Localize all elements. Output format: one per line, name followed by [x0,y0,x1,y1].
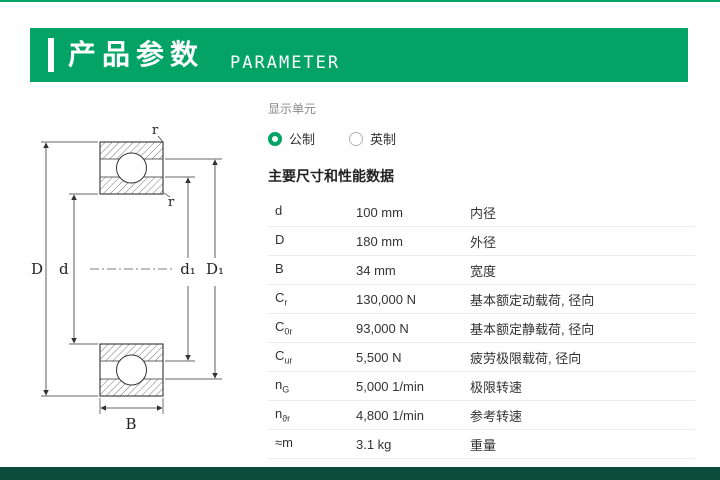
parameter-panel: 显示单元 公制 英制 主要尺寸和性能数据 d 100 mm 内径 D 180 m… [268,100,695,459]
param-symbol: C0r [275,319,293,337]
parameter-table: d 100 mm 内径 D 180 mm 外径 B 34 mm 宽度 Cr 13… [268,198,695,459]
page-subtitle: PARAMETER [230,53,341,73]
top-accent-line [0,0,720,2]
header-banner: 产品参数 PARAMETER [30,28,688,82]
dim-label-D: D [31,260,43,278]
table-row: Cr 130,000 N 基本额定动载荷, 径向 [268,285,695,314]
param-symbol: D [275,232,285,248]
table-row: Cur 5,500 N 疲劳极限载荷, 径向 [268,343,695,372]
table-row: nG 5,000 1/min 极限转速 [268,372,695,401]
param-symbol: nG [275,377,290,395]
param-desc: 宽度 [470,263,497,279]
inner-ring-top-hatch [100,177,163,194]
param-desc: 基本额定静载荷, 径向 [470,321,595,337]
param-value: 34 mm [356,262,396,278]
bearing-cross-section-svg: D d d₁ D₁ r r [31,123,224,433]
dim-label-d: d [59,260,69,278]
param-desc: 基本额定动载荷, 径向 [470,292,595,308]
dim-label-B: B [125,415,136,433]
table-row: B 34 mm 宽度 [268,256,695,285]
param-symbol: Cr [275,290,288,308]
inner-ring-bottom-hatch [100,344,163,361]
table-row: nϑr 4,800 1/min 参考转速 [268,401,695,430]
param-value: 5,500 N [356,349,402,365]
param-desc: 疲劳极限载荷, 径向 [470,350,582,366]
footer-bar [0,467,720,480]
radio-metric-label: 公制 [289,132,316,147]
unit-radio-group: 公制 英制 [268,129,695,148]
ball-bottom [116,354,147,386]
radio-metric[interactable]: 公制 [268,129,315,148]
radio-imperial-icon[interactable] [349,131,364,146]
dim-label-r-side: r [168,195,175,210]
radio-imperial[interactable]: 英制 [349,129,396,148]
param-desc: 重量 [470,437,497,453]
table-row: C0r 93,000 N 基本额定静载荷, 径向 [268,314,695,343]
dim-label-d1: d₁ [180,260,196,278]
table-row: D 180 mm 外径 [268,227,695,256]
param-desc: 外径 [470,234,497,250]
param-desc: 内径 [470,205,497,221]
param-value: 100 mm [356,204,403,220]
param-symbol: nϑr [275,406,291,424]
param-value: 5,000 1/min [356,378,424,394]
dim-label-D1: D₁ [206,260,224,278]
radio-metric-icon[interactable] [268,131,282,146]
param-desc: 参考转速 [470,408,523,424]
title-accent-bar [48,38,54,72]
section-title: 主要尺寸和性能数据 [268,168,394,184]
unit-section-label: 显示单元 [268,102,317,116]
param-value: 3.1 kg [356,436,392,452]
dim-label-r-top: r [152,123,159,138]
table-row: ≈m 3.1 kg 重量 [268,430,695,459]
param-symbol: d [275,203,283,219]
param-symbol: ≈m [275,435,293,451]
radio-imperial-label: 英制 [370,132,397,147]
param-symbol: B [275,261,284,277]
param-symbol: Cur [275,348,293,366]
param-value: 4,800 1/min [356,407,424,423]
param-value: 130,000 N [356,291,416,307]
outer-ring-bottom-hatch [100,379,163,396]
param-desc: 极限转速 [470,379,523,395]
param-value: 180 mm [356,233,403,249]
ball-top [116,152,147,184]
bearing-diagram: D d d₁ D₁ r r [30,118,265,433]
page-title: 产品参数 [68,39,205,70]
table-row: d 100 mm 内径 [268,198,695,227]
outer-ring-top-hatch [100,142,163,159]
param-value: 93,000 N [356,320,409,336]
